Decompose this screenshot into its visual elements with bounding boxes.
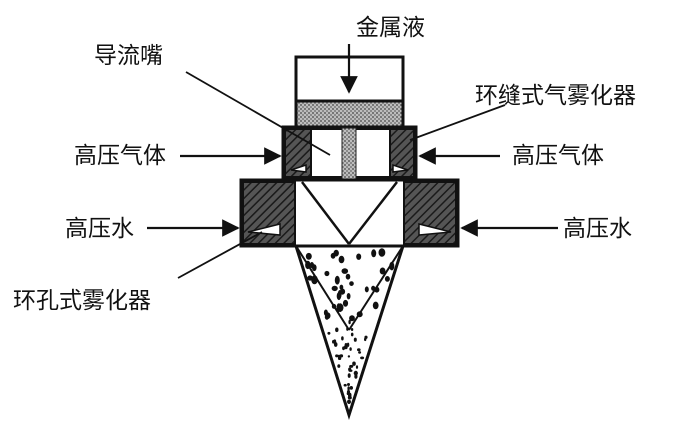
droplet — [336, 292, 342, 301]
droplet — [323, 309, 328, 316]
droplet — [305, 252, 312, 260]
droplet — [384, 276, 390, 282]
droplet — [342, 299, 349, 307]
annular-hole-atomizer — [239, 178, 460, 248]
droplet — [337, 364, 341, 368]
droplet — [347, 355, 351, 358]
spray-droplets — [305, 248, 395, 404]
droplet — [347, 373, 351, 378]
annular-gap-atomizer-leader — [409, 104, 506, 141]
droplet — [339, 288, 346, 295]
droplet — [347, 396, 352, 400]
spray-cone — [294, 245, 405, 420]
droplet — [372, 301, 379, 310]
droplet — [342, 346, 345, 351]
droplet — [343, 383, 347, 387]
droplet — [350, 332, 354, 337]
droplet — [348, 369, 353, 372]
droplet — [341, 268, 349, 274]
droplet — [339, 354, 344, 358]
annotation-lines — [147, 44, 558, 279]
label-annular-hole-atomizer: 环孔式雾化器 — [13, 288, 151, 314]
droplet — [312, 264, 317, 272]
droplet — [346, 390, 351, 394]
droplet — [339, 284, 344, 290]
droplet — [346, 327, 349, 331]
droplet — [347, 399, 351, 404]
droplet — [338, 255, 345, 264]
droplet — [352, 361, 356, 366]
droplet — [331, 285, 338, 292]
droplet — [348, 319, 351, 325]
droplet — [355, 365, 359, 369]
label-annular-gap-atomizer: 环缝式气雾化器 — [475, 83, 636, 109]
droplet — [364, 286, 369, 293]
droplet — [350, 328, 354, 331]
guide-nozzle-leader — [185, 71, 331, 156]
droplet — [346, 342, 350, 347]
label-water-left: 高压水 — [65, 216, 134, 242]
droplet — [353, 370, 358, 376]
droplet — [356, 253, 362, 260]
droplet — [327, 331, 331, 335]
droplet — [333, 339, 337, 344]
droplet — [331, 303, 337, 309]
droplet — [334, 275, 340, 285]
droplet — [360, 356, 365, 360]
droplet — [378, 248, 386, 257]
droplet — [335, 327, 339, 333]
droplet — [371, 249, 377, 258]
annular-hole-atomizer-leader — [177, 231, 263, 279]
droplet — [364, 337, 367, 342]
label-metal-liquid: 金属液 — [356, 15, 425, 41]
droplet — [389, 261, 395, 271]
droplet — [374, 286, 380, 293]
droplet — [345, 273, 351, 280]
droplet — [349, 364, 354, 368]
droplet — [371, 285, 376, 291]
droplet — [353, 337, 357, 342]
droplet — [357, 348, 361, 352]
droplet — [349, 281, 354, 286]
droplet — [379, 267, 386, 275]
droplet — [324, 270, 330, 277]
droplet — [341, 336, 344, 341]
droplet — [305, 260, 311, 270]
droplet — [333, 249, 339, 257]
droplet — [349, 347, 352, 351]
droplet — [356, 311, 363, 318]
droplet — [307, 275, 313, 281]
label-gas-right: 高压气体 — [512, 143, 604, 169]
droplet — [354, 374, 358, 379]
droplet — [346, 293, 351, 300]
label-gas-left: 高压气体 — [74, 143, 166, 169]
droplet — [358, 351, 362, 354]
label-water-right: 高压水 — [563, 216, 632, 242]
droplet — [336, 303, 344, 312]
droplet — [349, 315, 355, 322]
droplet — [347, 386, 350, 391]
droplet — [347, 383, 350, 386]
droplet — [349, 386, 353, 390]
label-guide-nozzle: 导流嘴 — [94, 43, 163, 69]
